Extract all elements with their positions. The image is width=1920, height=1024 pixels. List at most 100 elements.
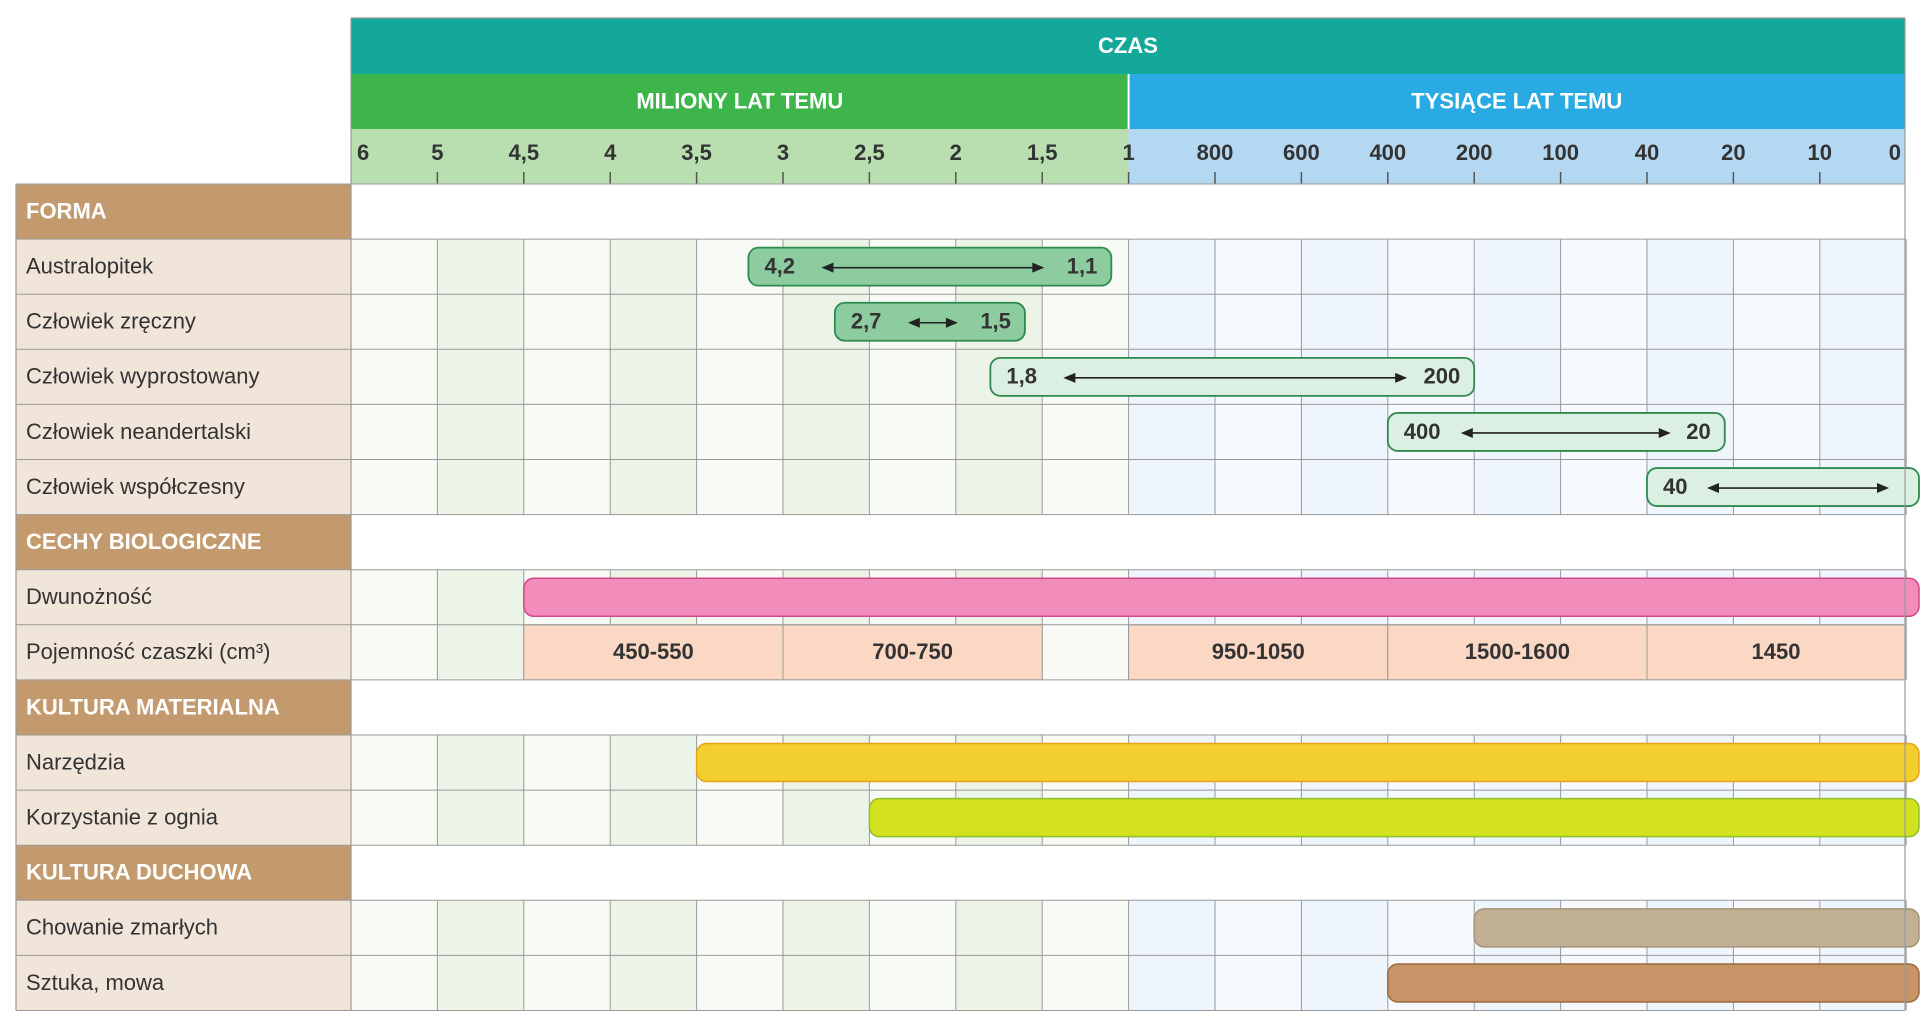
row-label: Korzystanie z ognia (26, 804, 219, 829)
range-bar (989, 356, 1476, 397)
axis-tick-label: 4 (604, 140, 617, 165)
range-arrow (1063, 372, 1408, 383)
grid-cell (610, 349, 697, 405)
grid-cell (1301, 239, 1388, 295)
row-label-cell (16, 239, 351, 295)
grid-cell (610, 404, 697, 460)
grid-cell (696, 459, 783, 515)
grid-cell (696, 900, 783, 956)
grid-cell (523, 294, 611, 350)
grid-cell (610, 239, 697, 295)
range-arrow (1460, 427, 1671, 438)
capacity-cell (1387, 624, 1648, 681)
grid-cell (696, 349, 783, 405)
row-label: Narzędzia (26, 749, 126, 774)
grid-cell (523, 239, 611, 295)
arrow-head-left (1707, 483, 1719, 494)
arrow-head-left (1460, 427, 1473, 438)
thousands-label: TYSIĄCE LAT TEMU (1411, 88, 1622, 113)
row-label-cell (16, 569, 351, 625)
row-label: Dwunożność (26, 584, 152, 609)
section-label-cell (16, 679, 351, 735)
grid-cell (437, 790, 524, 846)
section-blank-cell (351, 679, 1905, 735)
range-end-label: 200 (1423, 364, 1460, 389)
capacity-value: 1500-1600 (1465, 639, 1570, 664)
grid-cell (1387, 294, 1475, 350)
grid-cell (1387, 900, 1475, 956)
grid-cell (783, 459, 870, 515)
grid-cell (696, 790, 783, 846)
axis-tick-label: 40 (1635, 140, 1659, 165)
section-blank-cell (351, 514, 1905, 570)
grid-cell (351, 239, 438, 295)
grid-cell (1042, 404, 1129, 460)
grid-cell (869, 955, 956, 1011)
trait-bar (1473, 908, 1920, 948)
grid-cell (783, 790, 870, 846)
row-label: Chowanie zmarłych (26, 915, 218, 940)
axis-tick-label: 4,5 (509, 140, 540, 165)
grid-cell (351, 404, 438, 460)
arrow-head-right (945, 317, 958, 328)
grid-cell (869, 900, 956, 956)
range-start-label: 1,8 (1006, 364, 1037, 389)
arrow-head-right (1032, 262, 1045, 273)
capacity-value: 450-550 (613, 639, 694, 664)
grid-cell (351, 790, 438, 846)
grid-cell (1560, 239, 1647, 295)
row-label: Człowiek wyprostowany (26, 364, 260, 389)
axis-tick-label: 1 (1122, 140, 1134, 165)
grid-cell (523, 349, 611, 405)
row-label-cell (16, 624, 351, 680)
grid-cell (610, 735, 697, 791)
capacity-value: 1450 (1752, 639, 1801, 664)
range-start-label: 400 (1404, 419, 1441, 444)
row-label: Sztuka, mowa (26, 970, 165, 995)
axis-tick-label: 10 (1808, 140, 1832, 165)
grid-cell (1301, 404, 1388, 460)
grid-cell (955, 900, 1043, 956)
grid-cell (523, 900, 611, 956)
grid-cell (1215, 459, 1302, 515)
range-bar (1386, 412, 1726, 452)
grid-cell (1042, 900, 1129, 956)
grid-cell (1215, 239, 1302, 295)
grid-cell (955, 955, 1043, 1011)
grid-cell (610, 294, 697, 350)
thousands-band (1128, 74, 1905, 129)
grid-cell (351, 459, 438, 515)
grid-cell (351, 624, 438, 680)
trait-bar (695, 742, 1920, 783)
range-end-label: 1,5 (980, 309, 1011, 334)
trait-bar (1387, 963, 1920, 1003)
row-label-cell (16, 790, 351, 846)
grid-cell (351, 955, 438, 1011)
grid-cell (1128, 294, 1215, 350)
grid-cell (1215, 900, 1302, 956)
arrow-head-left (907, 317, 920, 328)
row-label: Człowiek zręczny (26, 309, 196, 334)
axis-tick-label: 100 (1542, 140, 1579, 165)
grid-cell (1733, 404, 1820, 460)
row-label-cell (16, 294, 351, 350)
grid-cell (437, 735, 524, 791)
arrow-head-right (1395, 372, 1408, 383)
grid-cell (437, 239, 524, 295)
grid-cell (869, 404, 956, 460)
grid-cell (523, 459, 611, 515)
range-arrow (821, 262, 1045, 273)
grid-cell (1215, 404, 1302, 460)
grid-cell (955, 459, 1043, 515)
range-start-label: 40 (1663, 474, 1687, 499)
axis-tick-label: 20 (1721, 140, 1745, 165)
row-label-cell (16, 404, 351, 460)
grid-cell (437, 294, 524, 350)
grid-cell (783, 955, 870, 1011)
grid-cell (523, 735, 611, 791)
grid-cell (1560, 294, 1647, 350)
range-arrow (1707, 483, 1889, 494)
grid-cell (1560, 349, 1647, 405)
axis-tick-label: 2 (950, 140, 962, 165)
grid-cell (437, 459, 524, 515)
